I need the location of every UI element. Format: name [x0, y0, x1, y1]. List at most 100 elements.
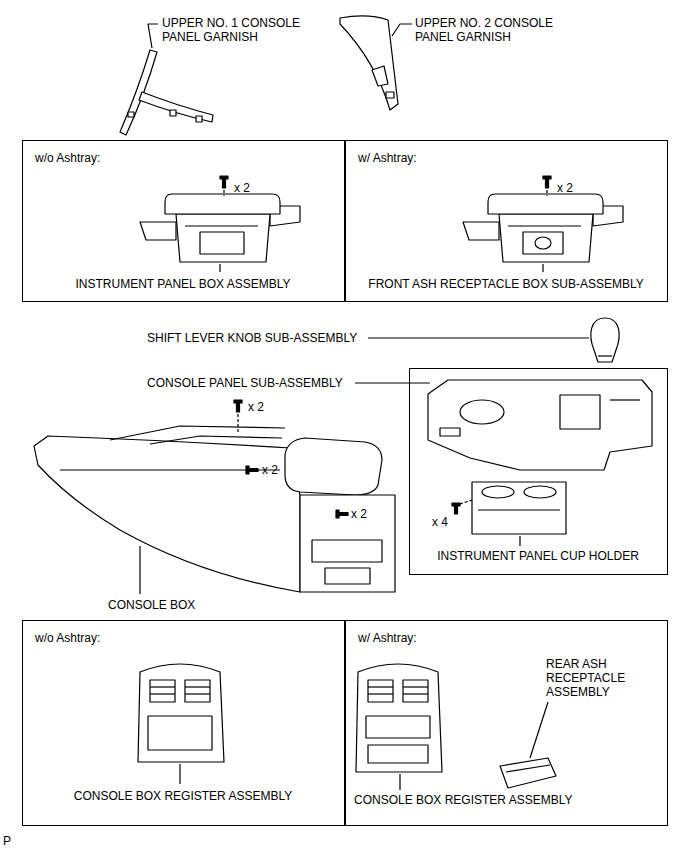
- panel-text: REAR ASH RECEPTACLE ASSEMBLY: [546, 657, 638, 699]
- panel-drawing-part: [460, 400, 504, 424]
- panel-drawing-part: [560, 395, 600, 429]
- panel-drawing-part: [355, 382, 430, 383]
- part-label: x 2: [248, 400, 264, 414]
- box-drawing-part: [140, 222, 176, 240]
- box-drawing-part: [542, 264, 543, 272]
- register-drawing: [138, 664, 224, 784]
- register-drawing-part: [368, 686, 393, 687]
- garnish-drawing-part: [372, 66, 388, 86]
- panel-text: w/o Ashtray:: [35, 151, 100, 165]
- part-label: UPPER NO. 2 CONSOLE PANEL GARNISH: [415, 16, 565, 44]
- box-drawing-part: [176, 214, 270, 262]
- console-drawing-part: [325, 568, 370, 584]
- panel-drawing-part: [482, 486, 514, 498]
- box-drawing-part: [488, 194, 603, 214]
- panel-text: w/ Ashtray:: [358, 631, 417, 645]
- variant-panel: w/o Ashtray: x 2 INSTRUMENT PANEL BOX ASSE…: [22, 140, 345, 302]
- register-drawing-part: [150, 693, 175, 694]
- console-drawing-part: [237, 414, 238, 432]
- panel-text: w/ Ashtray:: [358, 151, 417, 165]
- panel-text: x 2: [557, 181, 573, 195]
- variant-panel: x 4INSTRUMENT PANEL CUP HOLDER: [409, 368, 668, 575]
- garnish-drawing-part: [120, 50, 157, 135]
- box-drawing-part: [508, 225, 581, 226]
- part-label: x 2: [350, 507, 368, 521]
- part-label: UPPER NO. 1 CONSOLE PANEL GARNISH: [162, 16, 312, 44]
- register-drawing-part: [530, 702, 548, 758]
- box-drawing: [463, 176, 623, 272]
- console-drawing-part: [246, 466, 258, 474]
- garnish-drawing-part: [170, 110, 176, 116]
- garnish-drawing-part: [392, 24, 412, 36]
- register-drawing-part: [185, 693, 210, 694]
- register-drawing-part: [150, 680, 175, 702]
- panel-drawing-part: [428, 380, 652, 470]
- panel-drawing-part: [472, 482, 566, 534]
- knob-drawing: [368, 318, 619, 362]
- register-drawing-part: [185, 686, 210, 687]
- variant-panel: w/ Ashtray: REAR ASH RECEPTACLE ASSEMBLY C…: [345, 620, 668, 826]
- garnish-drawing-part: [196, 116, 202, 122]
- garnish-drawing-part: [148, 24, 158, 48]
- box-drawing-part: [200, 232, 244, 254]
- register-drawing-part: [368, 745, 428, 763]
- part-label: CONSOLE BOX: [108, 598, 195, 612]
- variant-panel: w/o Ashtray: CONSOLE BOX REGISTER ASSEMBL…: [22, 620, 345, 826]
- garnish-drawing-part: [128, 112, 134, 117]
- console-drawing-part: [336, 510, 348, 518]
- box-drawing-part: [165, 194, 280, 214]
- box-drawing-part: [219, 264, 220, 272]
- console-drawing: [34, 400, 395, 594]
- panel-text: x 4: [432, 515, 448, 529]
- box-drawing-part: [499, 214, 593, 262]
- box-drawing-part: [185, 225, 258, 226]
- register-drawing-part: [399, 774, 400, 790]
- box-drawing-part: [523, 232, 563, 254]
- panel-text: w/o Ashtray:: [35, 631, 100, 645]
- register-drawing-part: [403, 686, 428, 687]
- panel-text: x 2: [234, 181, 250, 195]
- register-drawing-part: [403, 693, 428, 694]
- part-label: CONSOLE PANEL SUB-ASSEMBLY: [147, 376, 343, 390]
- part-label: SHIFT LEVER KNOB SUB-ASSEMBLY: [147, 331, 357, 345]
- console-drawing-part: [285, 438, 382, 495]
- panel-drawing-part: [524, 486, 556, 498]
- box-drawing-part: [223, 190, 224, 196]
- console-drawing-part: [150, 436, 282, 444]
- panel-text: CONSOLE BOX REGISTER ASSEMBLY: [74, 789, 293, 803]
- garnish-drawing-part: [139, 92, 213, 122]
- garnish-drawing-part: [340, 16, 398, 110]
- knob-drawing-part: [591, 318, 619, 362]
- garnish-drawing-part: [386, 92, 394, 98]
- register-drawing-part: [185, 680, 210, 702]
- register-drawing-part: [500, 758, 556, 788]
- console-drawing-part: [139, 546, 140, 594]
- part-label: P: [3, 834, 11, 848]
- garnish-drawing: [340, 16, 412, 110]
- box-drawing-part: [220, 176, 228, 188]
- register-drawing-part: [368, 680, 393, 702]
- panel-drawing-part: [519, 536, 520, 546]
- box-drawing-part: [546, 190, 547, 196]
- register-drawing-part: [366, 716, 430, 738]
- console-drawing-part: [34, 436, 300, 592]
- console-drawing-part: [300, 495, 395, 592]
- register-drawing: [356, 664, 556, 790]
- register-drawing-part: [148, 716, 212, 750]
- console-drawing-part: [312, 540, 382, 562]
- panel-drawing-part: [452, 503, 460, 514]
- panel-text: INSTRUMENT PANEL BOX ASSEMBLY: [76, 277, 291, 291]
- console-drawing-part: [234, 400, 242, 412]
- register-drawing-part: [356, 664, 442, 772]
- knob-drawing-part: [598, 355, 612, 356]
- panel-drawing-part: [610, 399, 640, 400]
- panel-drawing-part: [440, 428, 460, 436]
- register-drawing-part: [403, 680, 428, 702]
- panel-drawing: [355, 380, 652, 546]
- register-drawing-part: [138, 664, 224, 762]
- panel-text: CONSOLE BOX REGISTER ASSEMBLY: [354, 793, 573, 807]
- box-drawing-part: [463, 222, 499, 240]
- panel-drawing-part: [478, 509, 560, 510]
- part-label: x 2: [262, 463, 278, 477]
